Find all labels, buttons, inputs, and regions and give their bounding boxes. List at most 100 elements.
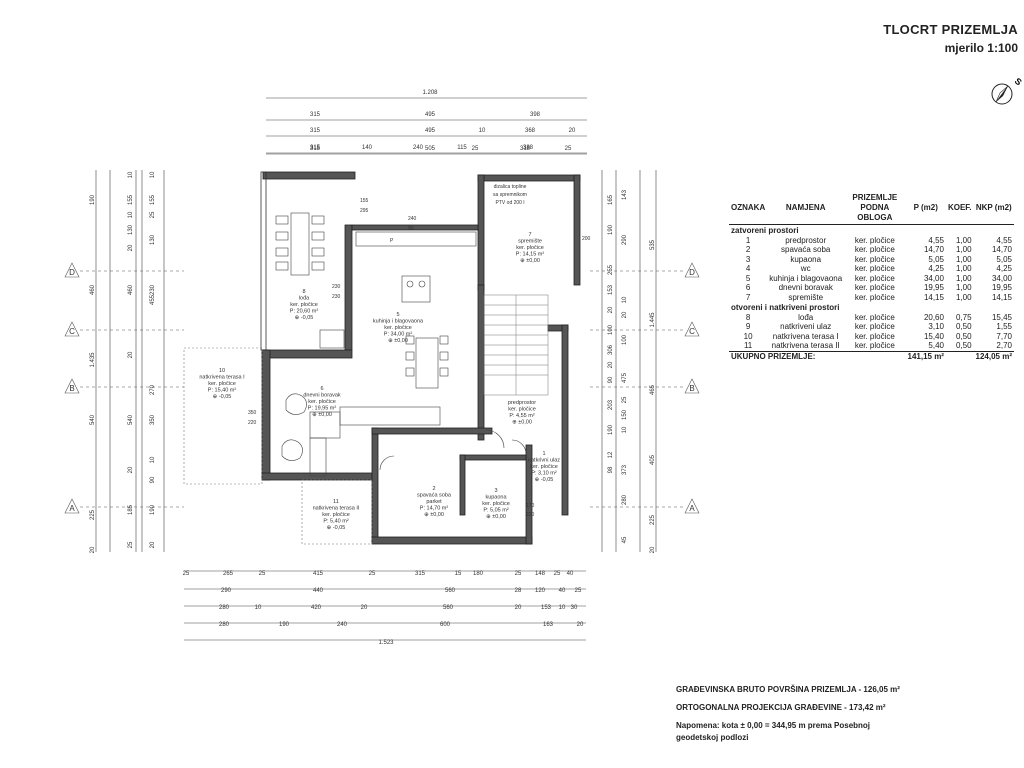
- dimension-label: 540: [128, 414, 134, 425]
- section-marker-letter: C: [69, 327, 75, 336]
- dimension-label: 405: [650, 454, 656, 465]
- dimension-label: 190: [150, 504, 156, 515]
- section-marker-a-left: A: [64, 498, 184, 514]
- row-nkp: 5,05: [996, 254, 1012, 264]
- room-floor: ker. pločice: [290, 302, 318, 308]
- row-p: 20,60: [923, 312, 944, 322]
- row-namjena: dnevni boravak: [778, 283, 833, 292]
- dimension-label: 290: [622, 234, 628, 245]
- loggia-furniture: [275, 212, 325, 276]
- dimension-label: 25: [369, 571, 376, 577]
- room-floor: ker. pločice: [322, 512, 350, 518]
- room-floor: ker. pločice: [482, 501, 510, 507]
- dimension-label: 130: [128, 224, 134, 235]
- dimension-label: 155: [150, 194, 156, 205]
- row-oznaka: 4: [745, 264, 751, 273]
- row-obloga: ker. pločice: [854, 264, 895, 273]
- row-namjena: kupaona: [790, 254, 822, 264]
- dimension-label: 25: [150, 211, 156, 218]
- room-name: kuhinja i blagovaona: [373, 319, 424, 325]
- dimension-label: 255: [608, 264, 614, 275]
- room-number: 7: [528, 232, 531, 238]
- room-number: 5: [396, 312, 399, 318]
- dimension-label: 10: [622, 426, 628, 433]
- dimension-label: 190: [279, 622, 290, 628]
- row-namjena: natkriveni ulaz: [780, 322, 832, 331]
- dimension-label: 15: [455, 571, 462, 577]
- dimension-label: 20: [361, 605, 368, 611]
- dimension-label: 25: [183, 571, 190, 577]
- dim-200: 200: [582, 236, 591, 242]
- row-oznaka: 3: [745, 254, 751, 264]
- room-number: 8: [302, 289, 305, 295]
- dimension-label: 495: [425, 112, 436, 118]
- room-level: ⊕ -0,05: [213, 394, 232, 400]
- dimension-label: 600: [440, 622, 451, 628]
- dimension-label: 100: [608, 324, 614, 335]
- dimension-label: 460: [90, 284, 96, 295]
- row-koef: 1,00: [955, 264, 972, 273]
- dimension-label: 40: [559, 588, 566, 594]
- dimension-label: 315: [310, 112, 321, 118]
- row-p: 5,40: [928, 341, 944, 350]
- room-level: ⊕ ±0,00: [424, 512, 444, 518]
- room-floor: ker. pločice: [530, 464, 558, 470]
- dimension-label: 155: [128, 194, 134, 205]
- dimension-label: 225: [90, 509, 96, 520]
- row-koef: 0,50: [955, 331, 972, 341]
- room-level: ⊕ ±0,00: [520, 258, 540, 264]
- room-name: natkrivena terasa I: [199, 375, 245, 381]
- row-koef: 1,00: [955, 235, 972, 245]
- living-furniture: [281, 393, 441, 477]
- dim-240: 240: [408, 216, 417, 222]
- row-koef: 1,00: [955, 292, 972, 302]
- dimension-label: 460: [128, 284, 134, 295]
- dimension-label: 185: [128, 504, 134, 515]
- room-name: predprostor: [508, 400, 536, 406]
- dimension-label: 115: [457, 145, 467, 151]
- dim-170: 170: [526, 503, 535, 509]
- dimension-label: 368: [525, 128, 536, 134]
- col-namjena: NAMJENA: [767, 192, 845, 225]
- dimension-label: 455: [150, 294, 156, 305]
- row-oznaka: 9: [745, 322, 751, 331]
- drawing-scale: mjerilo 1:100: [944, 41, 1018, 55]
- dimension-label: 203: [608, 399, 614, 410]
- dimension-label: 20: [577, 622, 584, 628]
- dimension-label: 290: [221, 588, 232, 594]
- dimension-label: 190: [90, 194, 96, 205]
- room-floor: ker. pločice: [516, 245, 544, 251]
- dimension-label: 98: [608, 466, 614, 473]
- row-p: 4,55: [928, 235, 944, 245]
- dimension-label: 270: [150, 384, 156, 395]
- row-koef: 1,00: [955, 254, 972, 264]
- total-nkp: 124,05 m²: [973, 350, 1014, 361]
- row-koef: 1,00: [955, 283, 972, 292]
- row-p: 3,10: [928, 322, 944, 331]
- dimension-label: 10: [479, 128, 486, 134]
- dimension-label: 120: [535, 588, 546, 594]
- dimension-label: 225: [650, 514, 656, 525]
- dimension-label: 40: [567, 571, 574, 577]
- dim-220b: 220: [526, 512, 535, 518]
- north-arrow-icon: S: [991, 76, 1024, 105]
- dimension-label: 560: [445, 588, 456, 594]
- dimension-label: 420: [311, 605, 322, 611]
- row-obloga: ker. pločice: [854, 235, 895, 245]
- dimension-label: 10: [150, 456, 156, 463]
- room-number: 6: [320, 386, 323, 392]
- room-level: ⊕ ±0,00: [512, 420, 532, 426]
- room-area: P: 20,60 m²: [290, 309, 319, 315]
